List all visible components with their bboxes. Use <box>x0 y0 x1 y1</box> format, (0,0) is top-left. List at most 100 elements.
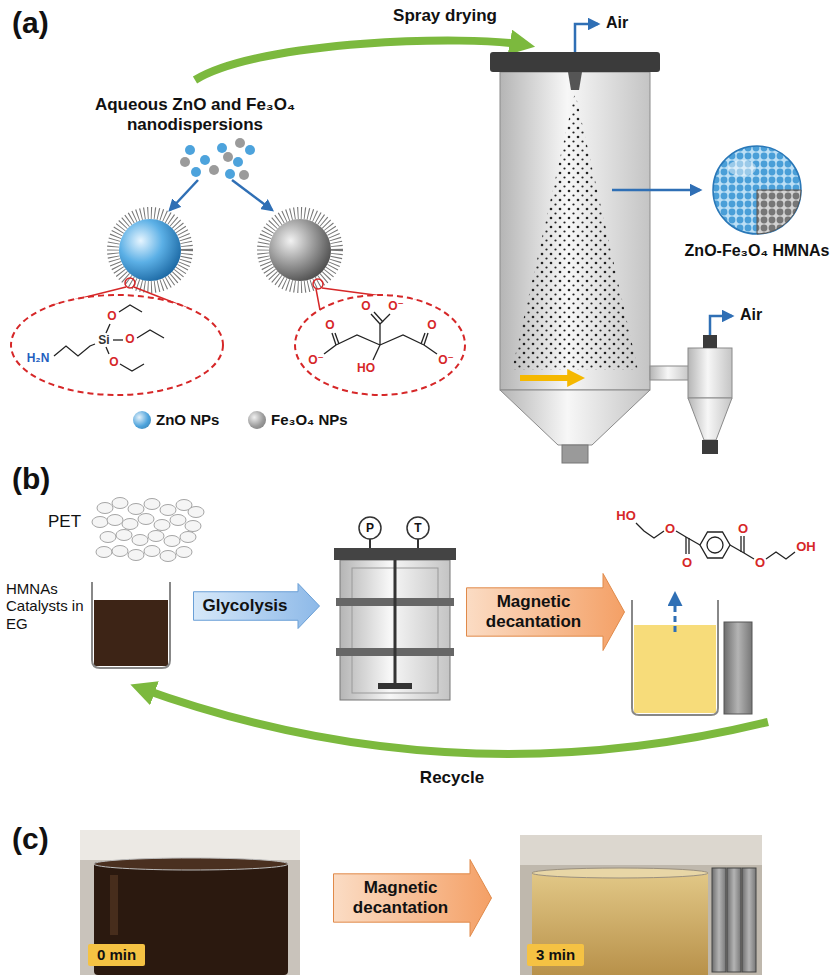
material-label: HMNAs Catalysts in EG <box>6 580 90 632</box>
pet-pellets <box>180 532 196 543</box>
spray-dryer <box>568 72 582 90</box>
aptes-bonds <box>106 324 110 333</box>
atom-label: O <box>125 333 134 345</box>
reactor <box>340 560 450 700</box>
photo-before <box>94 858 288 870</box>
atom-label: O⁻ <box>438 354 454 366</box>
pet-pellets <box>154 520 170 531</box>
pet-pellets <box>128 550 144 561</box>
nanoparticle-cluster <box>200 155 210 165</box>
cyclone <box>702 440 718 454</box>
bhet-bonds <box>636 523 795 559</box>
hmna-sphere <box>728 160 756 176</box>
node-text: Magnetic decantation <box>342 878 460 917</box>
node-body: 3 min <box>536 946 575 964</box>
panel-label: (b) <box>12 462 50 497</box>
citrate-bonds <box>336 335 380 345</box>
reactor <box>417 539 419 548</box>
nanoparticle-cluster <box>225 169 235 179</box>
product-beaker <box>724 622 752 714</box>
process-arrow: Magnetic decantation <box>466 573 625 651</box>
pet-pellets <box>112 546 128 557</box>
time-tag: 3 min <box>527 944 584 966</box>
pet-pellets <box>188 507 204 518</box>
flow-label: Air <box>740 306 762 324</box>
node-body: 0 min <box>97 946 136 964</box>
photo-before <box>80 830 300 860</box>
pet-pellets <box>92 498 204 562</box>
air-line <box>575 24 598 52</box>
photo-after <box>532 872 708 975</box>
photo-after <box>520 835 762 865</box>
bhet-bonds <box>744 553 754 559</box>
atom-label: O <box>107 310 116 322</box>
citrate-bonds <box>374 312 383 322</box>
spray-dryer <box>500 72 650 390</box>
zno-particle <box>113 213 187 287</box>
atom-label: Si <box>98 334 109 346</box>
zoom-callout <box>11 295 223 395</box>
pet-pellets <box>132 535 148 546</box>
pet-pellets <box>92 517 108 528</box>
spray-dryer <box>562 445 588 463</box>
atom-label: O <box>682 556 692 569</box>
nanoparticle-cluster <box>180 138 255 180</box>
gauge-label: T <box>414 522 421 534</box>
product-beaker <box>632 594 752 715</box>
legend-swatch <box>248 411 266 429</box>
bhet-bonds <box>700 532 730 558</box>
photo-after <box>742 868 756 972</box>
citrate-bonds <box>373 345 380 360</box>
zoom-callout <box>11 278 465 395</box>
nanoparticle-cluster <box>223 152 233 162</box>
atom-label: H₂N <box>27 352 50 364</box>
citrate-bonds <box>424 345 437 354</box>
citrate-bonds <box>380 335 424 345</box>
bhet-bonds <box>707 537 723 553</box>
atom-label: O⁻ <box>388 300 404 312</box>
node-body: Glycolysis <box>202 596 289 616</box>
product-arrow <box>612 189 700 192</box>
pet-pellets <box>144 546 160 557</box>
gauge-label: P <box>366 522 374 534</box>
pet-pellets <box>97 503 113 514</box>
pet-pellets <box>112 498 128 509</box>
zoom-callout <box>125 278 135 288</box>
pet-pellets <box>185 521 201 532</box>
photo-before <box>110 875 118 935</box>
nanoparticle-cluster <box>209 165 219 175</box>
pet-pellets <box>128 504 144 515</box>
zoom-callout <box>316 289 320 310</box>
node-text: 3 min <box>536 946 575 964</box>
time-tag: 0 min <box>88 944 145 966</box>
cyclone <box>710 316 732 335</box>
nanoparticle-cluster <box>191 167 201 177</box>
nanoparticle-cluster <box>180 157 190 167</box>
pet-pellets <box>160 551 176 562</box>
reactor <box>334 517 456 700</box>
cyclone <box>703 335 717 348</box>
product-beaker <box>634 625 716 713</box>
pet-pellets <box>96 547 112 558</box>
legend-text: ZnO NPs <box>156 411 219 428</box>
pet-pellets <box>100 532 116 543</box>
aptes-bonds <box>119 305 142 312</box>
process-arrow: Glycolysis <box>193 583 320 629</box>
zno-particle <box>113 213 187 287</box>
bhet-bonds <box>730 545 744 553</box>
spray-arrow <box>195 41 525 80</box>
split-arrows <box>170 180 198 210</box>
arrow-shape <box>193 584 319 629</box>
nanoparticle-cluster <box>239 170 249 180</box>
atom-label: O <box>361 300 370 312</box>
aptes-bonds <box>106 347 109 354</box>
hmna-sphere <box>713 146 801 234</box>
node-body: Magnetic decantation <box>342 878 460 917</box>
photo-before <box>80 830 300 975</box>
panel-label: (a) <box>12 6 49 41</box>
catalyst-beaker <box>92 582 170 668</box>
photo-after <box>712 868 726 972</box>
reactor <box>407 517 429 539</box>
